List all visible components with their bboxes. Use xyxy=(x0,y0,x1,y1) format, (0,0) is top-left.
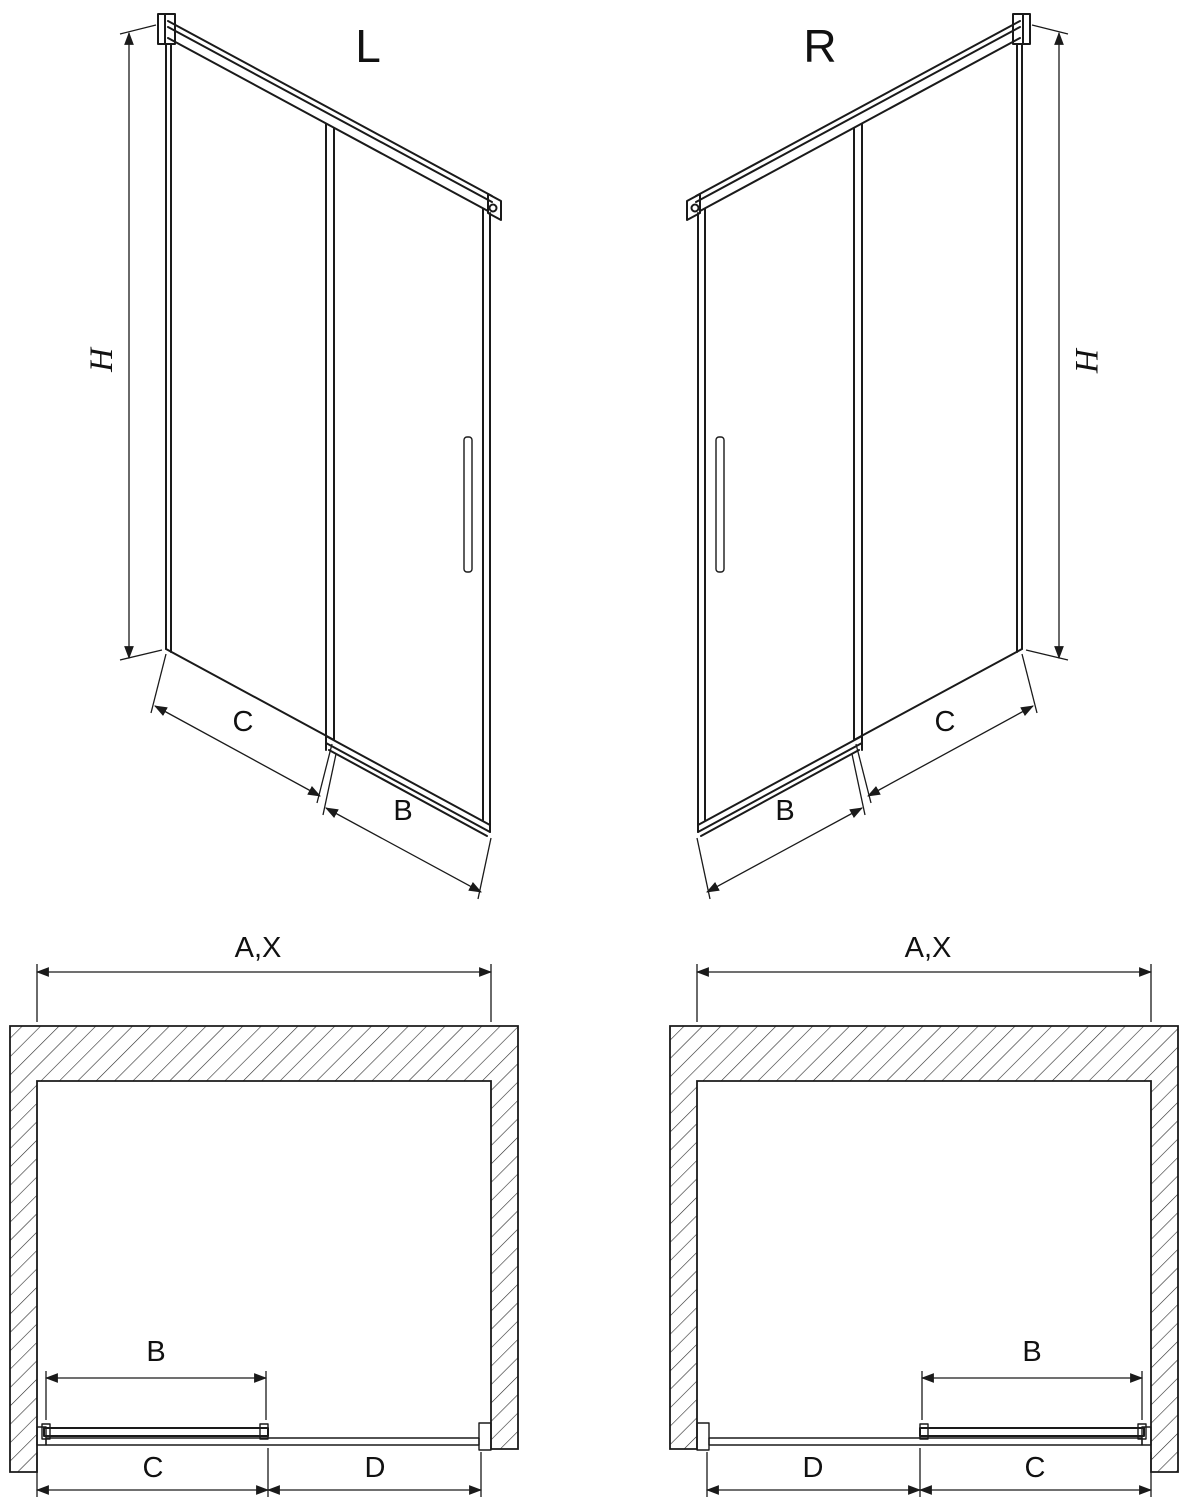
fixed-dimension-line xyxy=(154,705,321,797)
top-rail-edge xyxy=(167,20,493,197)
top-rail-inner-edge xyxy=(167,26,493,203)
roller-bolt xyxy=(488,203,498,213)
door-handle xyxy=(463,436,473,573)
bottom-right-label-right-plan: C xyxy=(1025,1452,1046,1484)
height-dim-label-right: H xyxy=(1068,347,1104,374)
wall-bracket xyxy=(478,1422,492,1451)
ext-line xyxy=(322,753,337,816)
door-assembly xyxy=(696,1422,1152,1451)
fixed-dim-label-right-iso: C xyxy=(935,706,956,738)
wall-bracket xyxy=(696,1422,710,1451)
bottom-right-label-left-plan: D xyxy=(365,1452,386,1484)
plan-dimension-lines-right xyxy=(695,964,1153,1497)
door-dimension-line xyxy=(325,807,482,893)
height-dim-label-left: H xyxy=(84,346,120,373)
ext-line xyxy=(150,653,167,714)
plan-view-right xyxy=(669,964,1179,1497)
total-width-label-right-plan: A,X xyxy=(905,932,952,964)
variant-label-left: L xyxy=(355,20,381,72)
top-rail-bottom-edge xyxy=(167,37,489,212)
panel-end-cap xyxy=(259,1423,269,1440)
total-width-label-left-plan: A,X xyxy=(235,932,282,964)
door-width-label-left-plan: B xyxy=(146,1336,165,1368)
panel-end-cap xyxy=(919,1423,929,1440)
door-dim-label-left-iso: B xyxy=(393,795,412,827)
plan-dimension-lines-left xyxy=(35,964,493,1497)
labels: L R H H C B B C A,X B C D A,X B D C xyxy=(84,20,1104,1484)
variant-label-right: R xyxy=(803,20,836,72)
fixed-dim-label-left-iso: C xyxy=(233,706,254,738)
iso-dimension-lines-left xyxy=(119,24,492,900)
rail-end-cap xyxy=(487,193,502,221)
bottom-left-label-right-plan: D xyxy=(803,1452,824,1484)
door-width-label-right-plan: B xyxy=(1022,1336,1041,1368)
plan-view-left xyxy=(9,964,519,1497)
door-dim-label-right-iso: B xyxy=(775,795,794,827)
bottom-left-label-left-plan: C xyxy=(143,1452,164,1484)
door-assembly xyxy=(36,1422,492,1451)
